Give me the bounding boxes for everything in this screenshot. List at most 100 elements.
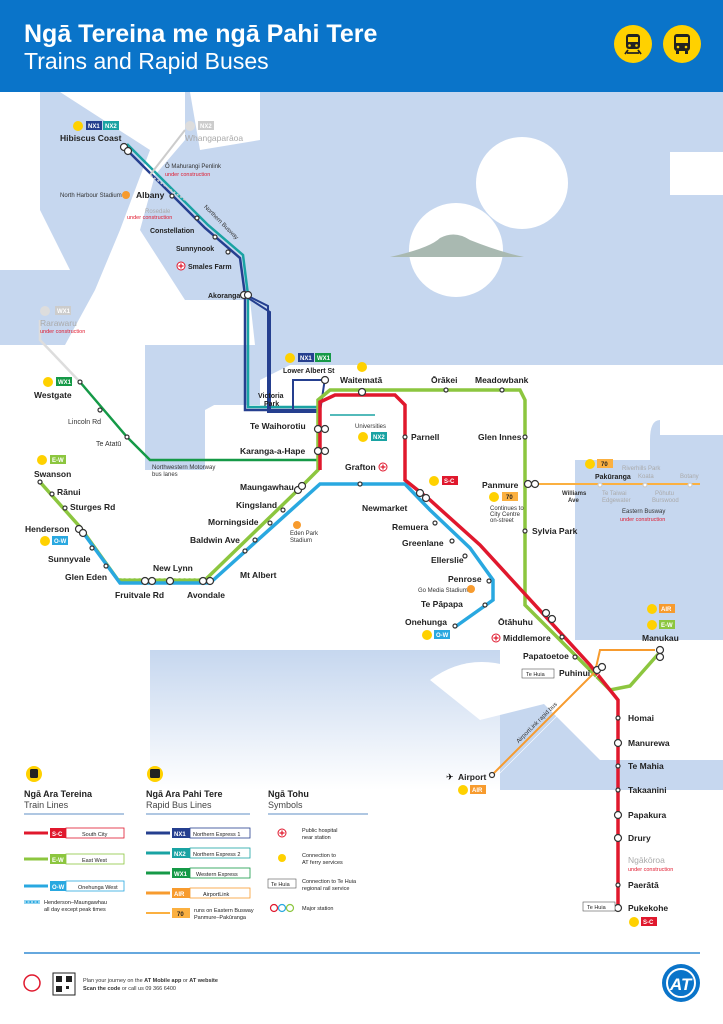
svg-text:E-W: E-W [52,858,64,864]
label-rarawaru-uc: under construction [40,329,85,335]
station-sturges-rd: Sturges Rd [70,502,115,512]
svg-text:NX2: NX2 [373,435,385,441]
svg-text:NX2: NX2 [105,124,117,130]
station-sylvia-park: Sylvia Park [532,526,578,536]
svg-text:Connection to Te Huia: Connection to Te Huia [302,879,357,885]
svg-text:AirportLink: AirportLink [203,892,230,898]
station-whangaparaoa: Whangaparāoa [185,133,243,143]
svg-text:S-C: S-C [444,479,455,485]
svg-text:Plan your journey on the AT Mo: Plan your journey on the AT Mobile app o… [83,978,218,984]
label-go-media: Go Media Stadium [418,588,468,594]
station-paerata: Paerātā [628,880,659,890]
svg-text:Major station: Major station [302,906,334,912]
svg-text:AIR: AIR [174,892,185,898]
station-universities: Universities [355,424,386,430]
station-meadowbank: Meadowbank [475,375,529,385]
label-north-harbour: North Harbour Stadium [60,193,122,199]
legend-symbols: Ngā Tohu Symbols Public hospital near st… [267,789,368,913]
station-riverhills: Riverhills Park [622,466,661,472]
station-williams: Williams [562,491,587,497]
station-orakei: Ōrākei [431,375,457,385]
svg-text:NX1: NX1 [174,832,186,838]
station-swanson: Swanson [34,469,71,479]
svg-text:Northern Express 1: Northern Express 1 [193,832,240,838]
station-westgate: Westgate [34,390,72,400]
title-maori: Ngā Tereina me ngā Pahi Tere [24,20,378,48]
svg-text:NX1: NX1 [88,124,100,130]
svg-text:Henderson–Maungawhau: Henderson–Maungawhau [44,900,107,906]
station-grafton: Grafton [345,462,376,472]
station-glen-innes: Glen Innes [478,432,522,442]
station-waitemata: Waitematā [340,375,382,385]
station-sunnyvale: Sunnyvale [48,554,91,564]
station-airport: Airport [458,772,487,782]
station-fruitvale: Fruitvale Rd [115,590,164,600]
hospital-markers [176,261,501,643]
svg-text:Scan the code or call us 09 36: Scan the code or call us 09 366 6400 [83,986,176,992]
header-bar: Ngā Tereina me ngā Pahi Tere Trains and … [0,0,723,92]
station-remuera: Remuera [392,522,429,532]
label-omahurangi: Ō Mahurangi Penlink [165,163,222,170]
svg-text:O-W: O-W [52,885,65,891]
station-glen-eden: Glen Eden [65,572,107,582]
label-continues-3: on-street [490,518,514,524]
label-omahurangi-uc: under construction [165,172,210,178]
footer: Plan your journey on the AT Mobile app o… [23,964,700,1002]
station-newmarket: Newmarket [362,503,408,513]
western-express-line [38,320,318,462]
station-manurewa: Manurewa [628,738,670,748]
svg-text:near station: near station [302,835,331,841]
svg-text:AT ferry services: AT ferry services [302,860,343,866]
svg-text:NX2: NX2 [200,124,212,130]
svg-text:all day except peak times: all day except peak times [44,907,106,913]
station-te-atatu: Te Atatū [96,441,121,448]
label-ngakoroa-uc: under construction [628,867,673,873]
station-maungawhau: Maungawhau [240,482,294,492]
label-eden-park-2: Stadium [290,538,312,544]
station-parnell: Parnell [411,432,439,442]
svg-text:WX1: WX1 [58,380,72,386]
station-ranui: Rānui [57,487,81,497]
svg-text:Ngā Ara Tereina: Ngā Ara Tereina [24,789,93,799]
svg-text:S-C: S-C [52,832,63,838]
legend-train-lines: Ngā Ara Tereina Train Lines S-C South Ci… [24,766,125,913]
station-markers [37,142,693,913]
station-ellerslie: Ellerslie [431,555,464,565]
svg-text:NX2: NX2 [174,852,186,858]
te-huia-tags: Te Huia Te Huia [521,668,616,912]
station-pakuranga: Pakūranga [595,474,631,481]
station-rarawaru: Rarawaru [40,318,77,328]
station-te-waihorotiu: Te Waihorotiu [250,421,306,431]
svg-text:Te Huia: Te Huia [526,672,546,678]
station-papatoetoe: Papatoetoe [523,651,569,661]
flower-logo-icon [23,974,41,992]
svg-text:AIR: AIR [661,607,672,613]
station-constellation: Constellation [150,228,194,235]
svg-text:E-W: E-W [52,458,64,464]
svg-text:Te Huia: Te Huia [271,882,291,888]
station-te-taiwai: Te Taiwai [602,491,627,497]
station-victoria-park-2: Park [264,401,279,408]
station-akoranga: Akoranga [208,293,240,300]
train-icon [614,25,652,63]
svg-text:Te Huia: Te Huia [587,905,607,911]
station-greenlane: Greenlane [402,538,444,548]
south-city-line [318,393,620,905]
station-edgewater: Edgewater [602,498,631,504]
label-rosedale-uc: under construction [127,215,172,221]
svg-text:WX1: WX1 [57,309,71,315]
station-middlemore: Middlemore [503,633,551,643]
station-puhinui: Puhinui [559,668,590,678]
svg-text:NX1: NX1 [300,356,312,362]
station-lincoln-rd: Lincoln Rd [68,419,101,426]
station-pohutu: Pōhutu [655,491,674,497]
station-manukau: Manukau [642,633,679,643]
station-penrose: Penrose [448,574,482,584]
station-new-lynn: New Lynn [153,563,193,573]
station-morningside: Morningside [208,517,259,527]
label-eastern-busway-uc: under construction [620,517,665,523]
svg-text:Western Express: Western Express [196,872,238,878]
rapid-transit-map: Hibiscus Coast Whangaparāoa Ō Mahurangi … [0,92,723,1024]
station-victoria-park: Victoria [258,393,284,400]
station-baldwin-ave: Baldwin Ave [190,535,240,545]
